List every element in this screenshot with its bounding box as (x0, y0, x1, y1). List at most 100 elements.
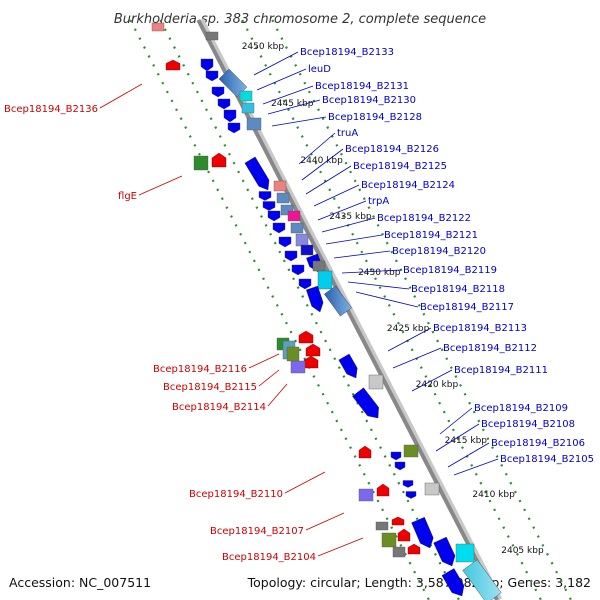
feature-gradient-block (324, 285, 352, 317)
leader-line-right (411, 369, 453, 392)
gene-label-right: Bcep18194_B2106 (491, 438, 585, 449)
kbp-label: 2415 kbp (445, 436, 488, 446)
leader-line-left (317, 537, 364, 557)
leader-line-right (355, 291, 419, 308)
feature-blue-arrow (200, 58, 214, 72)
gene-label-left: Bcep18194_B2107 (210, 526, 304, 537)
gene-label-right: Bcep18194_B2121 (384, 230, 478, 241)
leader-line-right (271, 116, 327, 127)
feature-blue-arrow (227, 122, 241, 134)
feature-blue-long-arrow (338, 353, 358, 379)
feature-cyan-box (455, 543, 475, 563)
leader-line-right (341, 269, 402, 274)
feature-red-arrow (397, 528, 411, 542)
leader-line-right (453, 458, 499, 476)
feature-pink-box (151, 22, 165, 32)
feature-olive-box (403, 444, 419, 458)
feature-blue-arrow (291, 264, 305, 276)
feature-steelblue-box (280, 204, 294, 216)
leader-line-right (298, 132, 336, 165)
gene-label-left: Bcep18194_B2104 (222, 552, 316, 563)
kbp-label: 2445 kbp (271, 99, 314, 109)
gene-features (151, 22, 502, 600)
leader-line-left (248, 353, 280, 369)
gene-label-right: trpA (368, 196, 389, 207)
feature-olive-box (286, 346, 300, 362)
gene-label-right: leuD (308, 64, 331, 75)
feature-lavender-box (295, 233, 309, 247)
feature-lavender-box (358, 488, 374, 502)
gene-label-right: Bcep18194_B2133 (300, 47, 394, 58)
feature-blue-long-arrow (433, 536, 456, 567)
gene-label-right: Bcep18194_B2131 (315, 81, 409, 92)
feature-blue-box (300, 244, 314, 256)
gene-label-right: Bcep18194_B2119 (403, 265, 497, 276)
feature-silver-box (368, 374, 384, 390)
leader-line-right (256, 68, 307, 91)
feature-blue-long-arrow (411, 516, 434, 549)
leader-line-left (267, 383, 288, 407)
leader-line-right (305, 165, 352, 195)
gene-label-right: Bcep18194_B2128 (328, 112, 422, 123)
gene-label-right: Bcep18194_B2108 (481, 419, 575, 430)
leader-line-right (439, 407, 473, 435)
gene-label-left: Bcep18194_B2136 (4, 104, 98, 115)
feature-pink-box (273, 180, 287, 192)
gene-label-right: Bcep18194_B2117 (420, 302, 514, 313)
feature-red-arrow (303, 355, 319, 369)
feature-blue-arrow (223, 109, 237, 123)
feature-blue-arrow (262, 201, 276, 211)
feature-red-arrow (165, 59, 181, 71)
feature-grey-box (375, 521, 389, 531)
feature-blue-arrow (402, 480, 414, 488)
leader-line-right (387, 327, 432, 352)
feature-red-arrow (376, 483, 390, 497)
gene-label-right: truA (337, 128, 358, 139)
leader-line-right (317, 200, 367, 221)
leader-line-right (347, 281, 410, 290)
leader-line-right (325, 234, 383, 245)
feature-red-arrow (391, 516, 405, 526)
feature-blue-long-arrow (352, 387, 379, 419)
feature-blue-arrow (211, 86, 225, 98)
feature-red-arrow (407, 543, 421, 555)
kbp-label: 2420 kbp (416, 380, 459, 390)
gene-label-right: Bcep18194_B2125 (353, 161, 447, 172)
gene-label-left: Bcep18194_B2115 (163, 382, 257, 393)
feature-olive-box (381, 532, 397, 548)
leader-line-right (253, 51, 299, 76)
left-gene-labels: Bcep18194_B2136flgEBcep18194_B2116Bcep18… (4, 104, 316, 563)
gene-label-right: Bcep18194_B2113 (433, 323, 527, 334)
feature-blue-arrow (394, 461, 406, 471)
feature-steelblue-box (276, 192, 290, 204)
feature-blue-arrow (205, 70, 219, 82)
feature-red-arrow (298, 330, 314, 344)
gene-label-left: Bcep18194_B2114 (172, 402, 266, 413)
leader-line-right (321, 217, 376, 233)
kbp-label: 2440 kbp (300, 156, 343, 166)
feature-magenta-box (287, 210, 301, 222)
feature-grey-box (392, 546, 406, 558)
leader-line-right (447, 442, 490, 468)
leader-line-right (435, 423, 480, 452)
feature-gradient-block (462, 559, 502, 600)
feature-blue-arrow (284, 250, 298, 262)
feature-blue-arrow (267, 210, 281, 222)
leader-line-right (333, 250, 391, 259)
leader-line-right (267, 99, 321, 115)
gene-label-left: flgE (118, 191, 137, 202)
kbp-label: 2410 kbp (472, 490, 515, 500)
feature-steelblue-box (246, 117, 262, 131)
leader-line-right (392, 347, 442, 369)
feature-red-arrow (211, 152, 227, 168)
feature-blue-arrow (405, 491, 417, 499)
feature-blue-arrow (278, 236, 292, 248)
feature-red-arrow (305, 343, 321, 357)
topology-text: Topology: circular; Length: 3,587,082 bp… (247, 575, 591, 590)
feature-silver-box (424, 482, 440, 496)
leader-line-left (258, 369, 280, 387)
leader-line-right (301, 148, 344, 181)
feature-blue-long-arrow (306, 285, 324, 313)
